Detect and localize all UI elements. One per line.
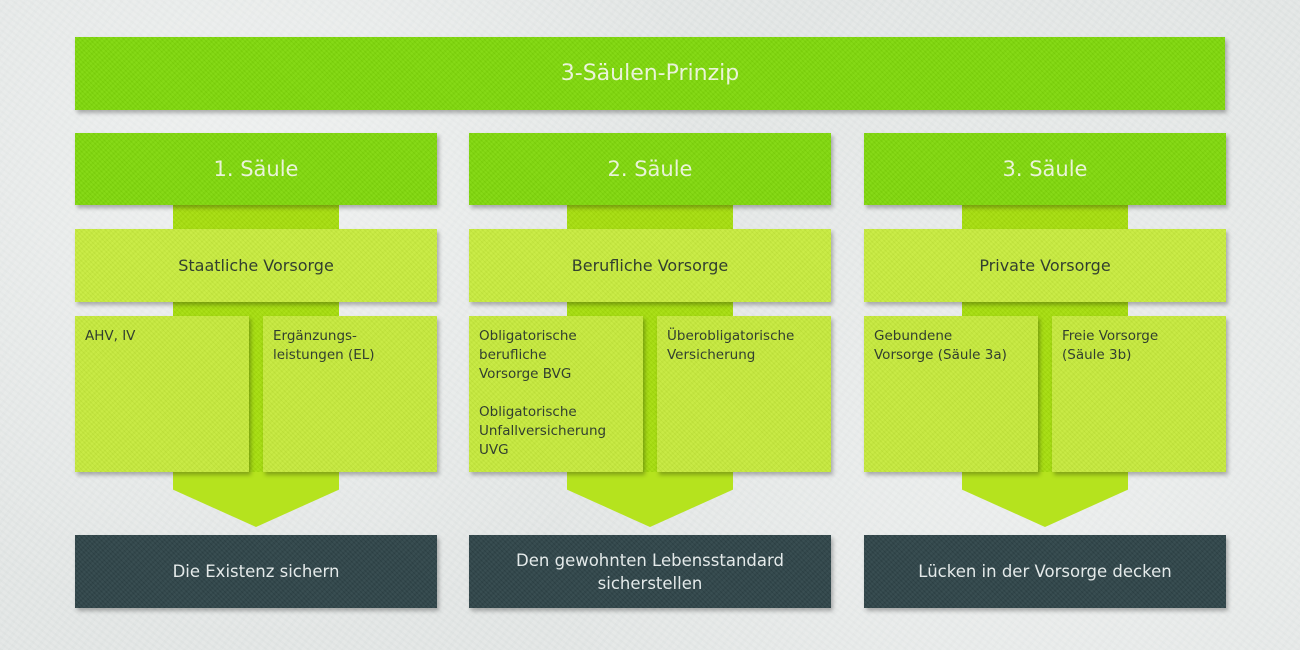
pillar-item-text: Gebundene Vorsorge (Säule 3a) (874, 328, 1007, 363)
pillar-item-text: Ergänzungs- leistungen (EL) (273, 328, 375, 363)
pillar-header-label: 2. Säule (607, 157, 693, 181)
arrow-down-icon (962, 472, 1128, 527)
pillar-item-text: Obligatorische Unfallversicherung UVG (479, 404, 607, 458)
pillar-goal-label: Den gewohnten Lebensstandard sicherstell… (516, 550, 784, 593)
pillar-goal-label: Lücken in der Vorsorge decken (918, 562, 1172, 581)
pillar-header: 2. Säule (469, 133, 831, 205)
arrow-down-icon (567, 472, 733, 527)
principle-title-bar: 3-Säulen-Prinzip (75, 37, 1225, 110)
pillar-header: 1. Säule (75, 133, 437, 205)
pillar-header-label: 1. Säule (213, 157, 299, 181)
pillar-3: 3. Säule Private Vorsorge Gebundene Vors… (864, 0, 1226, 650)
pillar-header: 3. Säule (864, 133, 1226, 205)
principle-title: 3-Säulen-Prinzip (560, 61, 740, 86)
pillar-goal: Lücken in der Vorsorge decken (864, 535, 1226, 608)
pillar-item-right: Überobligatorische Versicherung (657, 316, 831, 472)
pillar-subheader: Berufliche Vorsorge (469, 229, 831, 302)
pillar-item-text: Freie Vorsorge (Säule 3b) (1062, 328, 1159, 363)
pillar-subheader-label: Berufliche Vorsorge (571, 256, 729, 275)
pillar-header-label: 3. Säule (1002, 157, 1088, 181)
pillar-item-right: Freie Vorsorge (Säule 3b) (1052, 316, 1226, 472)
pillar-goal: Den gewohnten Lebensstandard sicherstell… (469, 535, 831, 608)
pillar-1: 1. Säule Staatliche Vorsorge AHV, IV Erg… (75, 0, 437, 650)
pillar-item-text: AHV, IV (85, 328, 136, 344)
pillar-subheader: Staatliche Vorsorge (75, 229, 437, 302)
pillar-item-text: Obligatorische berufliche Vorsorge BVG (479, 328, 577, 382)
pillar-item-left: Gebundene Vorsorge (Säule 3a) (864, 316, 1038, 472)
pillar-2: 2. Säule Berufliche Vorsorge Obligatoris… (469, 0, 831, 650)
pillar-subheader-label: Private Vorsorge (979, 256, 1111, 275)
pillar-item-text: Überobligatorische Versicherung (667, 328, 795, 363)
pillar-goal: Die Existenz sichern (75, 535, 437, 608)
pillar-subheader: Private Vorsorge (864, 229, 1226, 302)
pillar-item-left: AHV, IV (75, 316, 249, 472)
pillar-goal-label: Die Existenz sichern (172, 562, 340, 581)
pillar-item-left: Obligatorische berufliche Vorsorge BVG Ob… (469, 316, 643, 472)
pillar-subheader-label: Staatliche Vorsorge (178, 256, 334, 275)
pillar-item-right: Ergänzungs- leistungen (EL) (263, 316, 437, 472)
arrow-down-icon (173, 472, 339, 527)
